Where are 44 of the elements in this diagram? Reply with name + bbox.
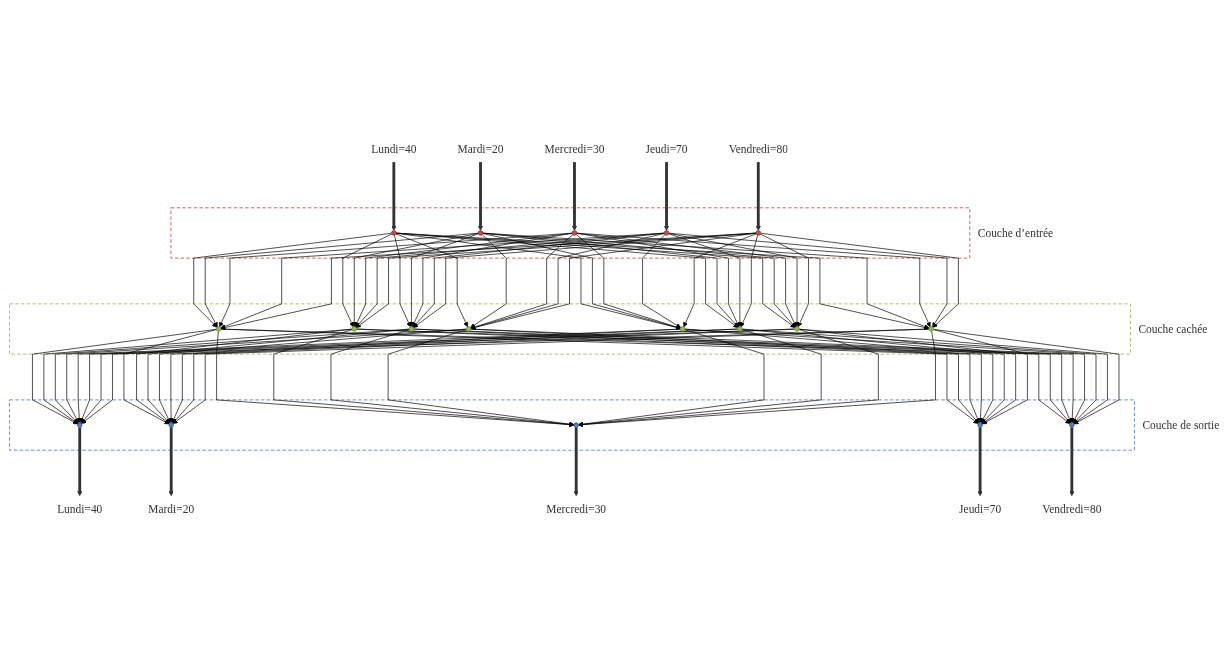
node-circle	[168, 421, 174, 428]
node-label: Couche de sortie	[1142, 418, 1220, 431]
node-circle	[794, 325, 800, 332]
node-text: Mercredi=30	[544, 142, 605, 155]
node-circle	[573, 421, 579, 428]
node-circle	[1069, 421, 1075, 428]
node-text: Jeudi=70	[959, 502, 1002, 515]
cluster	[170, 206, 971, 259]
node-label: Couche cachée	[1138, 322, 1208, 335]
node-circle	[408, 325, 415, 332]
arrow	[1069, 426, 1075, 496]
node-circle	[571, 229, 578, 236]
node-text: Vendredi=80	[728, 142, 788, 155]
arrow	[664, 161, 670, 231]
node-circle	[465, 325, 472, 332]
node-circle	[215, 325, 222, 332]
arrow	[977, 426, 983, 496]
node-circle	[391, 229, 397, 236]
node-circle	[663, 229, 670, 236]
node-text: Vendredi=80	[1042, 502, 1102, 515]
node-circle	[477, 229, 484, 236]
arrow	[755, 161, 761, 231]
arrow	[571, 161, 577, 231]
node-circle	[737, 325, 743, 332]
node-text: Mardi=20	[148, 502, 195, 515]
arrow	[168, 426, 174, 496]
node-circle	[928, 325, 934, 332]
arrow	[573, 426, 579, 496]
node-text: Lundi=40	[57, 502, 103, 515]
cluster	[9, 302, 1131, 355]
node-text: Mercredi=30	[546, 502, 607, 515]
cluster	[9, 398, 1135, 451]
node-text: Jeudi=70	[645, 142, 688, 155]
node-label: Couche d’entrée	[977, 226, 1054, 239]
arrow	[77, 426, 83, 496]
node-text: Lundi=40	[371, 142, 417, 155]
node-circle	[977, 421, 983, 428]
node-circle	[351, 325, 357, 332]
arrow	[391, 161, 397, 231]
node-circle	[755, 229, 761, 236]
node-text: Mardi=20	[457, 142, 504, 155]
arrow	[478, 161, 483, 231]
node-circle	[77, 421, 83, 428]
node-circle	[680, 325, 686, 332]
